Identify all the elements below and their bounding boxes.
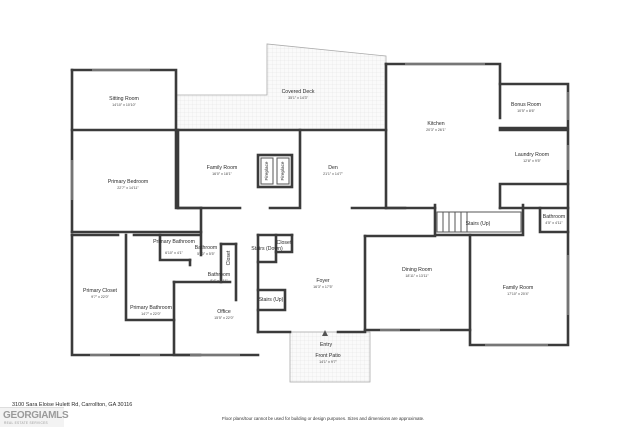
foyer-dim: 16'3" x 17'5" [313,285,333,289]
laundry-room-dim: 12'8" x 9'5" [523,159,541,163]
stairs-up-kitchen-label: Stairs (Up) [466,221,491,227]
stairs-up-foyer-label: Stairs (Up) [259,297,284,303]
den-label: Den [328,165,338,171]
laundry-room-label: Laundry Room [515,152,549,158]
primary-closet-dim: 9'7" x 22'0" [91,295,109,299]
family-room-right-dim: 17'10" x 20'4" [507,292,529,296]
dining-room-label: Dining Room [402,267,432,273]
entry-arrow-icon [322,330,328,336]
room-labels: Sitting Room 14'10" x 10'10" Covered Dec… [83,89,565,364]
georgiamls-logo: GEORGIAMLS REAL ESTATE SERVICES [0,407,69,427]
windows [71,63,569,356]
den-dim: 21'1" x 14'7" [323,172,343,176]
logo-wordmark: GEORGIAMLS [3,410,69,421]
sitting-room-dim: 14'10" x 10'10" [112,103,136,107]
staircase-kitchen [436,211,522,233]
foyer-label: Foyer [316,278,330,284]
entry-label: Entry [320,342,333,348]
family-room-upper-dim: 16'0" x 18'1" [212,172,232,176]
fireplace-block [256,153,294,189]
front-patio-dim: 14'1" x 9'7" [319,360,337,364]
primary-bathroom-main-label: Primary Bathroom [130,305,172,311]
closet-center-label: Closet [277,240,292,246]
fireplace-right-label: Fireplace [280,161,285,180]
kitchen-label: Kitchen [427,121,444,127]
primary-closet-label: Primary Closet [83,288,118,294]
fireplace-left-label: Fireplace [264,161,269,180]
primary-bedroom-dim: 22'7" x 14'11" [117,186,139,190]
bathroom-right-dim: 4'5" x 4'11" [545,221,563,225]
primary-bathroom-small-label: Primary Bathroom [153,239,195,245]
bathroom-lower-label: Bathroom [208,272,231,278]
bathroom-center-label: Bathroom [195,245,218,251]
covered-deck-area [175,43,387,131]
family-room-upper-label: Family Room [207,165,238,171]
disclaimer-text: Floor plans/tour cannot be used for buil… [222,416,425,421]
sitting-room-label: Sitting Room [109,96,139,102]
stairs-down-label: Stairs (Down) [251,246,283,252]
closet-vertical-label: Closet [226,250,232,265]
office-dim: 15'5" x 22'0" [214,316,234,320]
office-label: Office [217,309,231,315]
front-patio-label: Front Patio [315,353,340,359]
property-address: 3100 Sara Eloise Hulett Rd, Carrollton, … [12,402,133,408]
covered-deck-label: Covered Deck [282,89,315,95]
bonus-room-dim: 10'5" x 8'6" [517,109,535,113]
primary-bedroom-label: Primary Bedroom [108,179,148,185]
covered-deck-dim: 35'1" x 14'3" [288,96,308,100]
dining-room-dim: 18'11" x 13'11" [405,274,429,278]
bathroom-lower-dim: 8'4" x 4'11" [210,279,228,283]
front-patio-area [289,331,371,383]
primary-bathroom-main-dim: 14'7" x 22'0" [141,312,161,316]
kitchen-dim: 20'3" x 26'1" [426,128,446,132]
bonus-room-label: Bonus Room [511,102,541,108]
bathroom-center-dim: 5'10" x 5'5" [197,252,215,256]
bathroom-right-label: Bathroom [543,214,566,220]
logo-tagline: REAL ESTATE SERVICES [4,421,48,425]
family-room-right-label: Family Room [503,285,534,291]
primary-bathroom-small-dim: 6'10" x 4'1" [165,251,183,255]
